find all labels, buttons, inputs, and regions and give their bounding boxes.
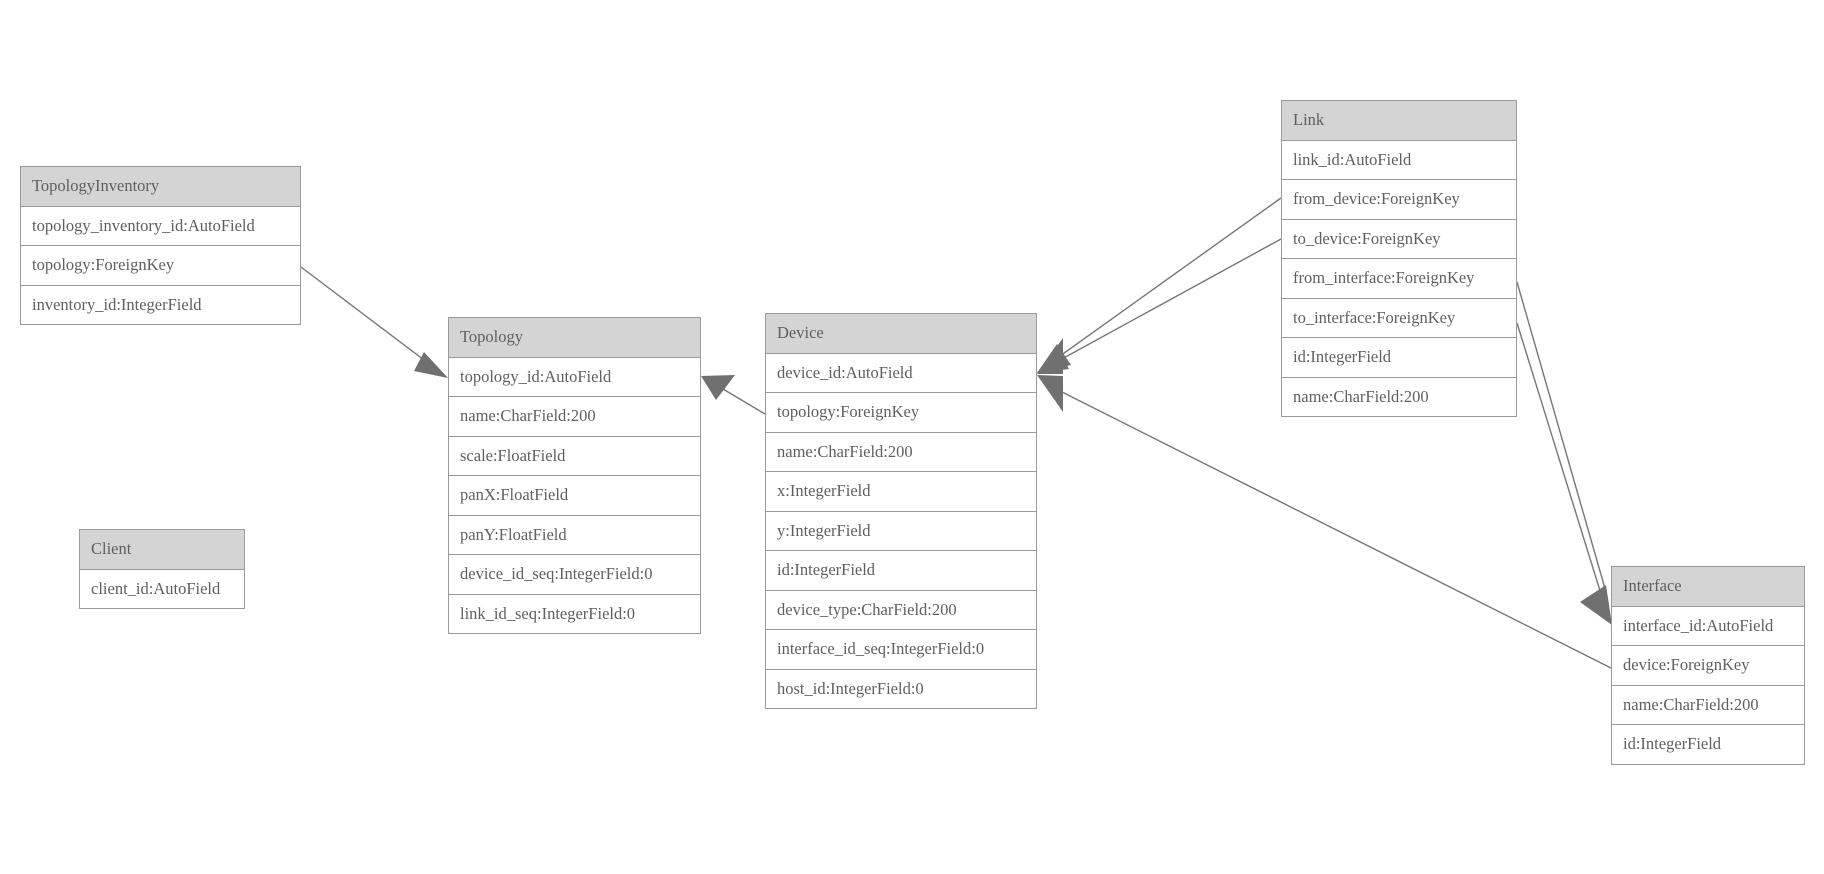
entity-field-name[interactable]: name:CharField:200	[449, 397, 700, 437]
entity-field-topology_id[interactable]: topology_id:AutoField	[449, 357, 700, 397]
entity-field-interface-id[interactable]: id:IntegerField	[1612, 725, 1804, 764]
entity-title-topology: Topology	[449, 318, 700, 358]
entity-field-host_id[interactable]: host_id:IntegerField:0	[766, 669, 1036, 708]
entity-title-topologyinventory: TopologyInventory	[21, 167, 300, 207]
entity-field-interface_id[interactable]: interface_id:AutoField	[1612, 606, 1804, 646]
entity-field-device-x[interactable]: x:IntegerField	[766, 472, 1036, 512]
edge-topologyinventory-topology	[300, 266, 448, 378]
entity-field-device-topology[interactable]: topology:ForeignKey	[766, 393, 1036, 433]
entity-field-interface-name[interactable]: name:CharField:200	[1612, 685, 1804, 725]
edge-link-from_device	[1037, 197, 1282, 373]
entity-field-device-id[interactable]: id:IntegerField	[766, 551, 1036, 591]
edge-link-to_interface	[1516, 322, 1602, 595]
edge-device-topology	[701, 375, 766, 415]
entity-field-interface_id_seq[interactable]: interface_id_seq:IntegerField:0	[766, 630, 1036, 670]
entity-field-from_device[interactable]: from_device:ForeignKey	[1282, 180, 1516, 220]
entity-field-from_interface[interactable]: from_interface:ForeignKey	[1282, 259, 1516, 299]
entity-interface[interactable]: Interface interface_id:AutoField device:…	[1611, 566, 1805, 765]
entity-field-panx[interactable]: panX:FloatField	[449, 476, 700, 516]
entity-field-inventory_id[interactable]: inventory_id:IntegerField	[21, 285, 300, 324]
entity-title-client: Client	[80, 530, 244, 570]
entity-field-pany[interactable]: panY:FloatField	[449, 515, 700, 555]
entity-field-link-id[interactable]: id:IntegerField	[1282, 338, 1516, 378]
entity-field-scale[interactable]: scale:FloatField	[449, 436, 700, 476]
entity-field-device_type[interactable]: device_type:CharField:200	[766, 590, 1036, 630]
edge-link-from_interface	[1516, 281, 1607, 593]
entity-field-to_interface[interactable]: to_interface:ForeignKey	[1282, 298, 1516, 338]
entity-title-interface: Interface	[1612, 567, 1804, 607]
entity-field-topology[interactable]: topology:ForeignKey	[21, 246, 300, 286]
entity-field-interface-device[interactable]: device:ForeignKey	[1612, 646, 1804, 686]
entity-field-link-name[interactable]: name:CharField:200	[1282, 377, 1516, 416]
arrowhead-interface-topleft	[1580, 585, 1612, 625]
entity-client[interactable]: Client client_id:AutoField	[79, 529, 245, 609]
edge-interface-device	[1037, 375, 1612, 669]
entity-title-device: Device	[766, 314, 1036, 354]
entity-field-device_id_seq[interactable]: device_id_seq:IntegerField:0	[449, 555, 700, 595]
entity-field-link_id[interactable]: link_id:AutoField	[1282, 140, 1516, 180]
entity-field-link_id_seq[interactable]: link_id_seq:IntegerField:0	[449, 594, 700, 633]
entity-field-client_id[interactable]: client_id:AutoField	[80, 569, 244, 608]
entity-field-device_id[interactable]: device_id:AutoField	[766, 353, 1036, 393]
edge-link-to_device	[1037, 238, 1282, 373]
entity-field-topology_inventory_id[interactable]: topology_inventory_id:AutoField	[21, 206, 300, 246]
entity-topologyinventory[interactable]: TopologyInventory topology_inventory_id:…	[20, 166, 301, 325]
entity-field-to_device[interactable]: to_device:ForeignKey	[1282, 219, 1516, 259]
entity-title-link: Link	[1282, 101, 1516, 141]
entity-topology[interactable]: Topology topology_id:AutoField name:Char…	[448, 317, 701, 634]
entity-device[interactable]: Device device_id:AutoField topology:Fore…	[765, 313, 1037, 709]
arrowhead-device-right-upper	[1037, 338, 1063, 374]
entity-link[interactable]: Link link_id:AutoField from_device:Forei…	[1281, 100, 1517, 417]
entity-field-device-y[interactable]: y:IntegerField	[766, 511, 1036, 551]
entity-field-device-name[interactable]: name:CharField:200	[766, 432, 1036, 472]
